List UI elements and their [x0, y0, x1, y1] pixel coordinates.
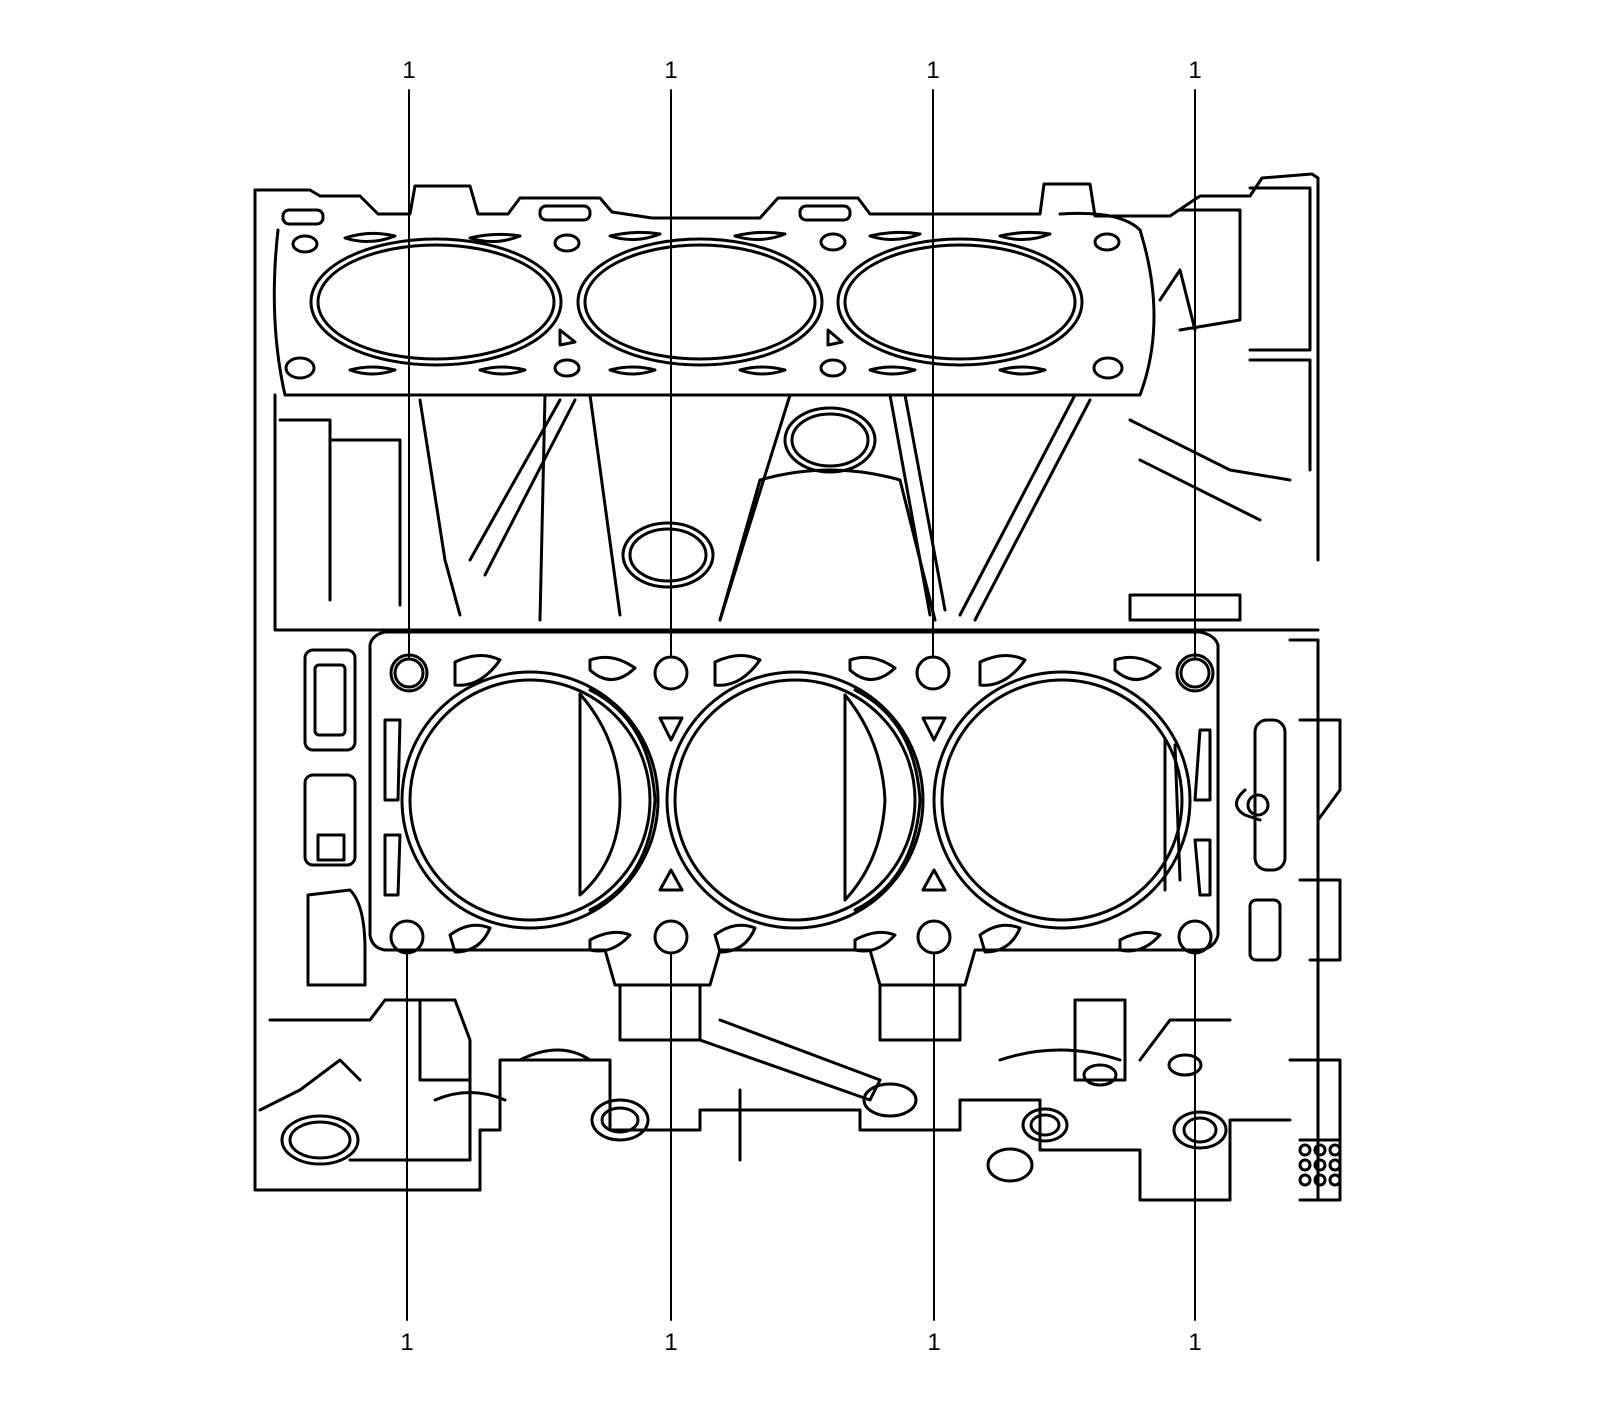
callout-label-bottom-1: 1 [400, 1329, 413, 1356]
callout-label-top-3: 1 [926, 57, 939, 84]
callout-label-bottom-4: 1 [1188, 1329, 1201, 1356]
callout-label-top-4: 1 [1188, 57, 1201, 84]
lower-bank-deck [368, 630, 1220, 987]
callout-labels: 1 1 1 1 1 1 1 1 [400, 57, 1201, 1356]
valley-area [273, 186, 1320, 632]
callout-label-bottom-2: 1 [664, 1329, 677, 1356]
callout-label-bottom-3: 1 [927, 1329, 940, 1356]
lower-crankcase [478, 983, 1292, 1202]
callout-label-top-2: 1 [664, 57, 677, 84]
callout-leaders [406, 89, 1196, 1321]
callout-label-top-1: 1 [402, 57, 415, 84]
right-side-details [1235, 638, 1342, 1202]
left-side-details [258, 648, 507, 1166]
upper-bank-deck [253, 172, 1320, 1192]
